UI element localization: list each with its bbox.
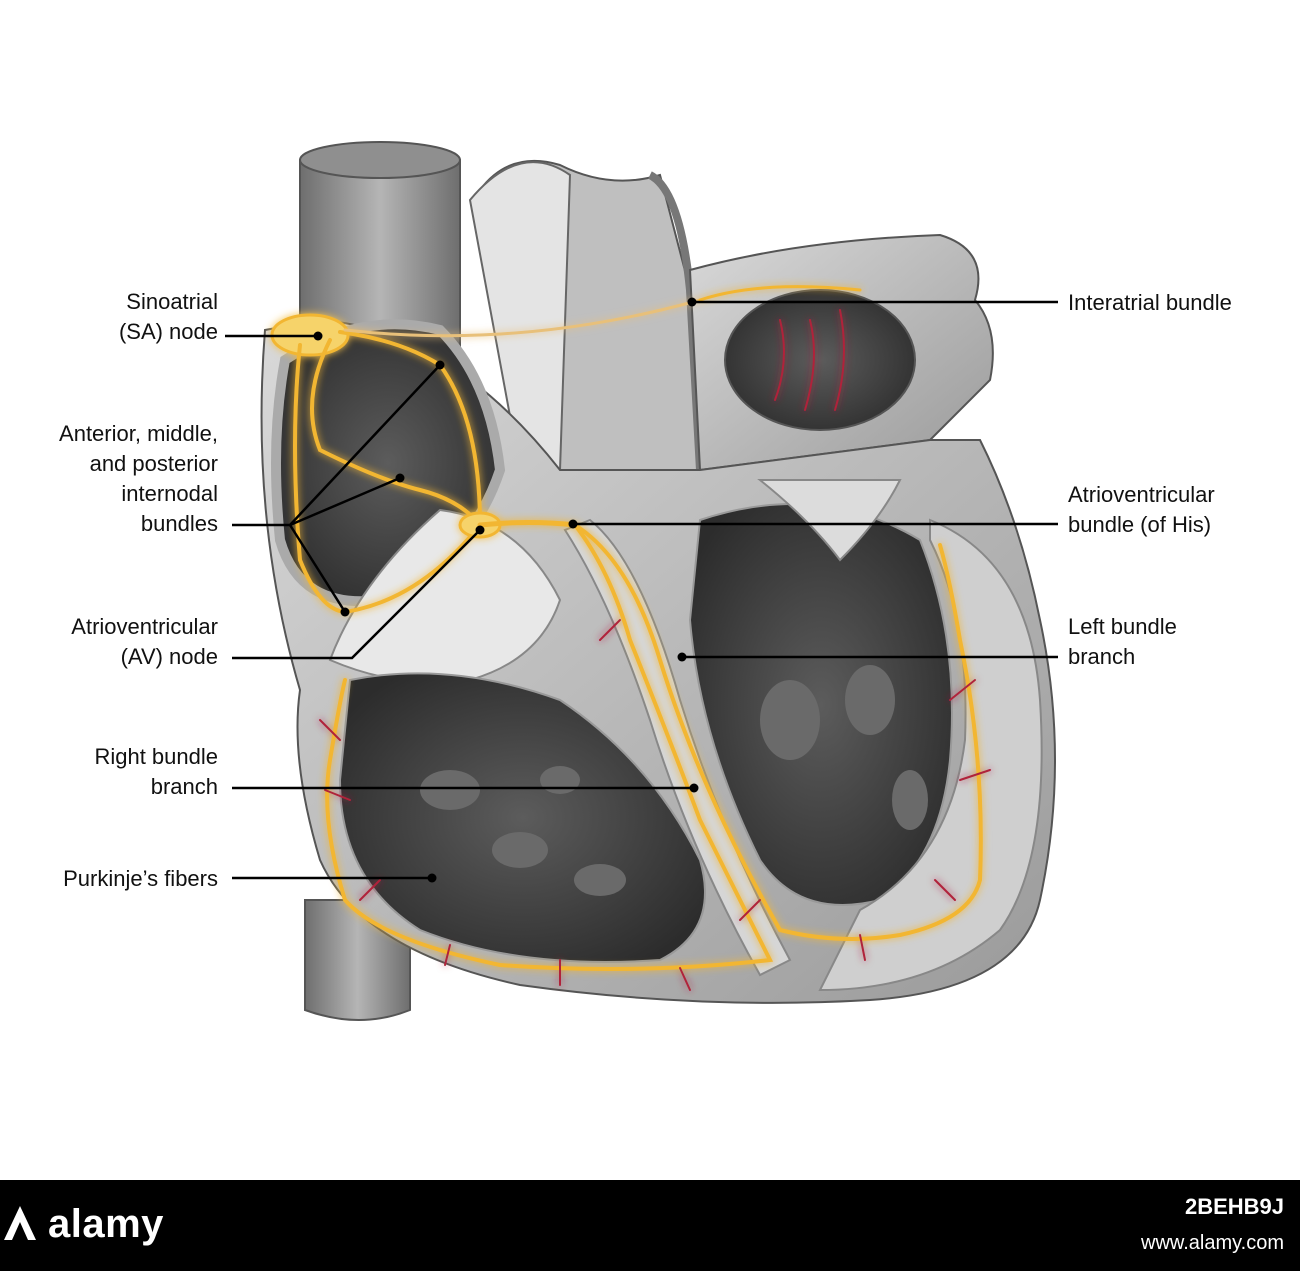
label-internodal-bundles: Anterior, middle, and posterior internod… bbox=[10, 419, 218, 539]
leader-internodal-3 bbox=[288, 524, 347, 613]
watermark-footer: alamy 2BEHB9J www.alamy.com bbox=[0, 1180, 1300, 1271]
leader-av-node bbox=[232, 529, 481, 660]
right-ventricle bbox=[338, 672, 706, 963]
label-right-bundle-branch: Right bundle branch bbox=[40, 742, 218, 802]
label-left-bundle-line2: branch bbox=[1068, 644, 1136, 669]
label-interatrial-line1: Interatrial bundle bbox=[1068, 290, 1232, 315]
label-purkinje-line1: Purkinje’s fibers bbox=[63, 866, 218, 891]
label-left-bundle-line1: Left bundle bbox=[1068, 614, 1177, 639]
label-sa-node-line1: Sinoatrial bbox=[126, 289, 218, 314]
label-av-node-line2: (AV) node bbox=[120, 644, 218, 669]
label-his-bundle-line2: bundle (of His) bbox=[1068, 512, 1212, 537]
label-internodal-line2: and posterior bbox=[89, 451, 218, 476]
label-purkinje-fibers: Purkinje’s fibers bbox=[10, 864, 218, 894]
leader-dots bbox=[313, 297, 699, 883]
label-interatrial-bundle: Interatrial bundle bbox=[1068, 288, 1288, 318]
alamy-logo: alamy bbox=[0, 1202, 230, 1252]
label-internodal-line4: bundles bbox=[140, 511, 218, 536]
label-av-node: Atrioventricular (AV) node bbox=[20, 612, 218, 672]
left-ventricle-wall bbox=[818, 518, 1043, 992]
label-his-bundle-line1: Atrioventricular bbox=[1068, 482, 1215, 507]
image-id: 2BEHB9J bbox=[1184, 1194, 1284, 1219]
conduction-system bbox=[270, 285, 991, 991]
label-internodal-line1: Anterior, middle, bbox=[59, 421, 218, 446]
superior-vena-cava bbox=[299, 141, 461, 361]
alamy-a-icon bbox=[4, 1206, 36, 1240]
label-av-node-line1: Atrioventricular bbox=[71, 614, 218, 639]
left-ventricle bbox=[688, 479, 953, 906]
label-his-bundle: Atrioventricular bundle (of His) bbox=[1068, 480, 1288, 540]
label-sa-node: Sinoatrial (SA) node bbox=[60, 287, 218, 347]
label-right-bundle-line2: branch bbox=[150, 774, 218, 799]
leader-internodal-2 bbox=[289, 476, 401, 527]
label-right-bundle-line1: Right bundle bbox=[94, 744, 218, 769]
heart-conduction-diagram bbox=[225, 141, 1058, 1021]
interventricular-septum bbox=[563, 518, 792, 977]
aorta bbox=[468, 159, 704, 471]
leader-lines bbox=[225, 300, 1058, 880]
site-url: www.alamy.com bbox=[1141, 1232, 1284, 1254]
alamy-brand-text: alamy bbox=[48, 1202, 164, 1246]
label-sa-node-line2: (SA) node bbox=[118, 319, 218, 344]
label-left-bundle-branch: Left bundle branch bbox=[1068, 612, 1288, 672]
label-internodal-line3: internodal bbox=[121, 481, 218, 506]
